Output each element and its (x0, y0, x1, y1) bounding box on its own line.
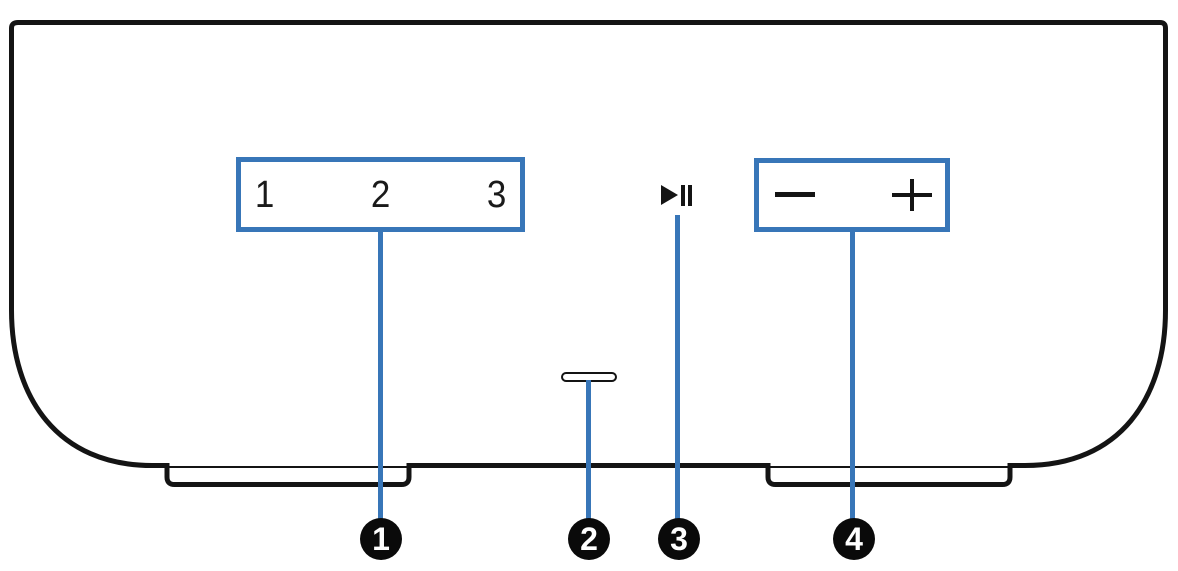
callout-marker-1: 1 (360, 518, 402, 560)
preset-button-3: 3 (486, 173, 507, 216)
play-icon (661, 185, 678, 205)
preset-buttons-group: 1 2 3 (236, 157, 525, 232)
callout-marker-4: 4 (833, 518, 875, 560)
preset-button-1: 1 (254, 173, 275, 216)
minus-icon (775, 192, 815, 197)
plus-icon (892, 179, 932, 211)
callout-marker-2: 2 (568, 518, 610, 560)
pause-bar-icon (688, 184, 692, 206)
callout-line-4 (850, 232, 855, 526)
callout-line-2 (586, 380, 591, 526)
play-pause-icon (661, 184, 693, 206)
speaker-body-path (9, 20, 1168, 487)
callout-line-3 (675, 215, 680, 526)
volume-buttons-group (754, 158, 950, 232)
callout-marker-3: 3 (658, 518, 700, 560)
pause-bar-icon (681, 184, 685, 206)
callout-line-1 (378, 232, 383, 526)
preset-button-2: 2 (370, 173, 391, 216)
